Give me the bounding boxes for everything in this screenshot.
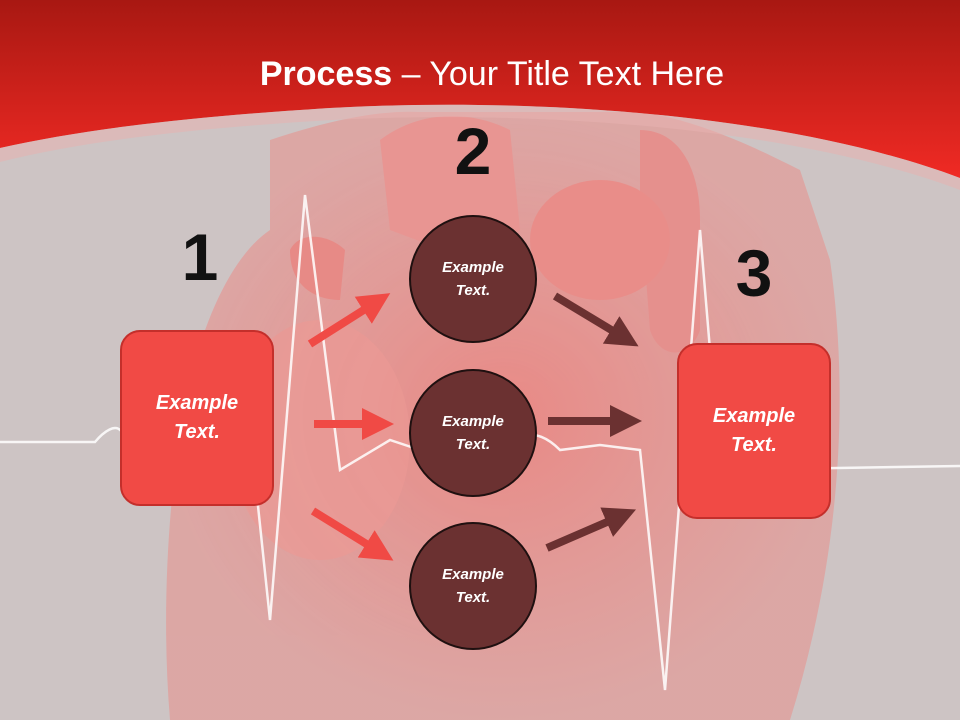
- right-process-box: Example Text.: [677, 343, 831, 519]
- slide-title-bold: Process: [259, 55, 393, 93]
- process-circle-top: Example Text.: [409, 215, 537, 343]
- process-circle-middle-text: Example Text.: [442, 413, 504, 453]
- process-circle-middle: Example Text.: [409, 369, 537, 497]
- step-number-2: 2: [454, 114, 492, 188]
- slide-title-rest: – Your Title Text Here: [392, 55, 725, 93]
- slide-title: Process – Your Title Text Here: [0, 52, 960, 96]
- process-circle-top-text: Example Text.: [442, 259, 504, 299]
- left-process-box: Example Text.: [120, 330, 274, 506]
- process-circle-bottom-text: Example Text.: [442, 566, 504, 606]
- right-process-box-text: Example Text.: [712, 405, 796, 456]
- process-circle-bottom: Example Text.: [409, 522, 537, 650]
- left-process-box-text: Example Text.: [155, 392, 239, 443]
- step-number-1: 1: [181, 220, 219, 294]
- step-number-3: 3: [735, 236, 773, 310]
